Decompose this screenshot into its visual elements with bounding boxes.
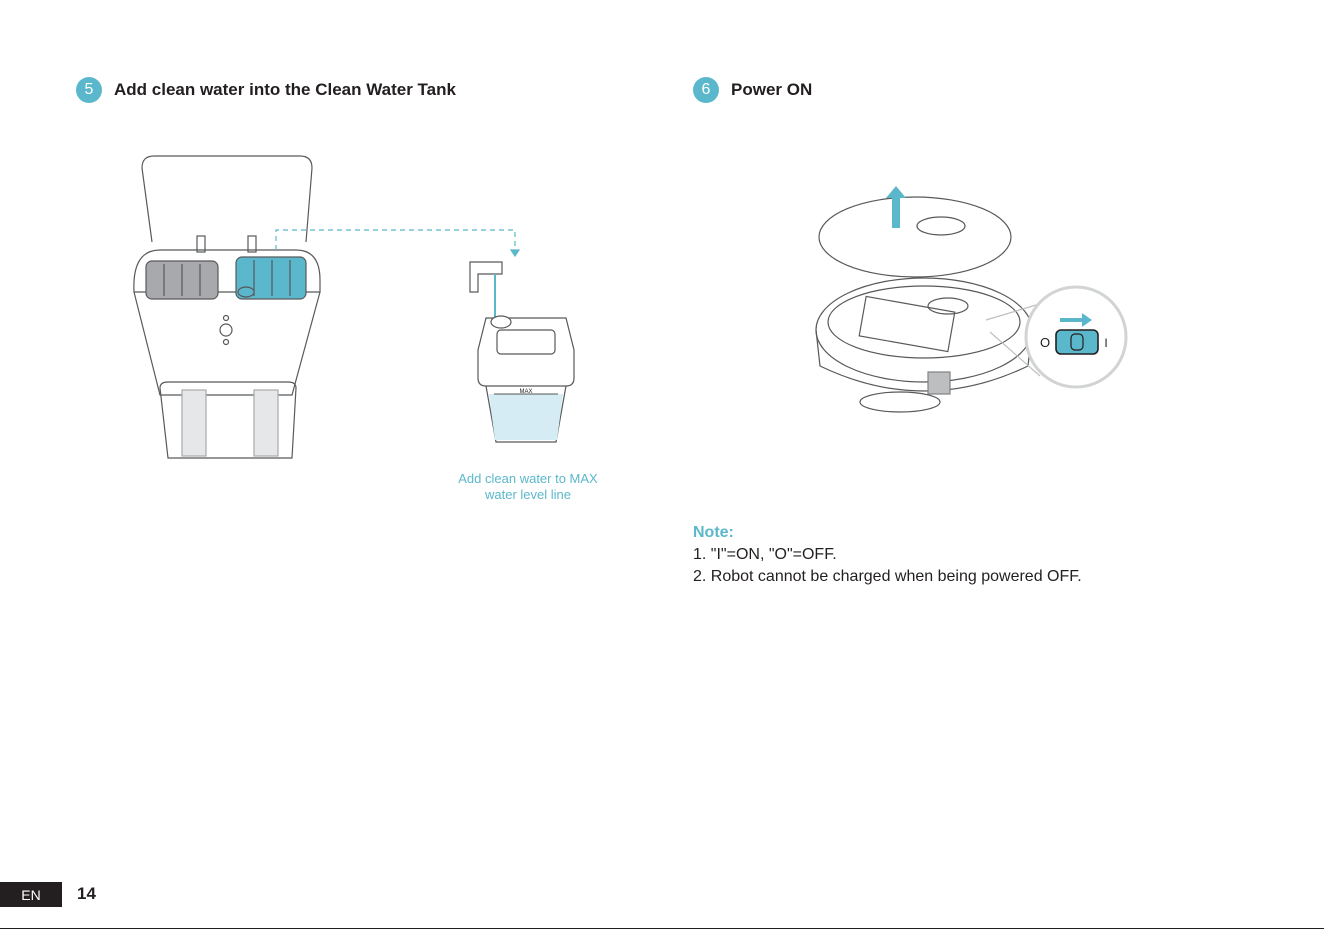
note-item: 2. Robot cannot be charged when being po… xyxy=(693,566,1082,588)
robot-illustration: O I xyxy=(800,180,1140,420)
off-symbol: O xyxy=(1040,335,1050,350)
note-title: Note: xyxy=(693,524,1082,542)
step-title: Add clean water into the Clean Water Tan… xyxy=(114,80,456,100)
step-number-badge: 5 xyxy=(76,77,102,103)
station-illustration: MAX xyxy=(120,150,600,470)
step-6-header: 6 Power ON xyxy=(693,77,812,103)
step-title: Power ON xyxy=(731,80,812,100)
water-level-caption: Add clean water to MAX water level line xyxy=(430,471,626,503)
page-number: 14 xyxy=(77,884,96,904)
note-block: Note: 1. "I"=ON, "O"=OFF. 2. Robot canno… xyxy=(693,524,1082,588)
note-item: 1. "I"=ON, "O"=OFF. xyxy=(693,544,1082,566)
dust-bin-bay xyxy=(859,296,955,351)
language-tab: EN xyxy=(0,882,62,907)
robot-cover xyxy=(819,197,1011,277)
guide-line xyxy=(276,230,515,252)
caption-line-1: Add clean water to MAX xyxy=(430,471,626,487)
max-label: MAX xyxy=(519,389,532,395)
on-symbol: I xyxy=(1104,336,1107,350)
station-body xyxy=(134,292,320,395)
page-bottom-rule xyxy=(0,928,1324,929)
step-number-badge: 6 xyxy=(693,77,719,103)
faucet xyxy=(470,262,502,292)
station-lid xyxy=(142,156,312,242)
step-5-header: 5 Add clean water into the Clean Water T… xyxy=(76,77,456,103)
water-tank-lid xyxy=(478,318,574,386)
water-fill xyxy=(489,394,563,440)
lift-arrow-icon xyxy=(886,186,906,228)
caption-line-2: water level line xyxy=(430,487,626,503)
vent-grille xyxy=(928,372,950,394)
robot-body xyxy=(816,278,1032,382)
